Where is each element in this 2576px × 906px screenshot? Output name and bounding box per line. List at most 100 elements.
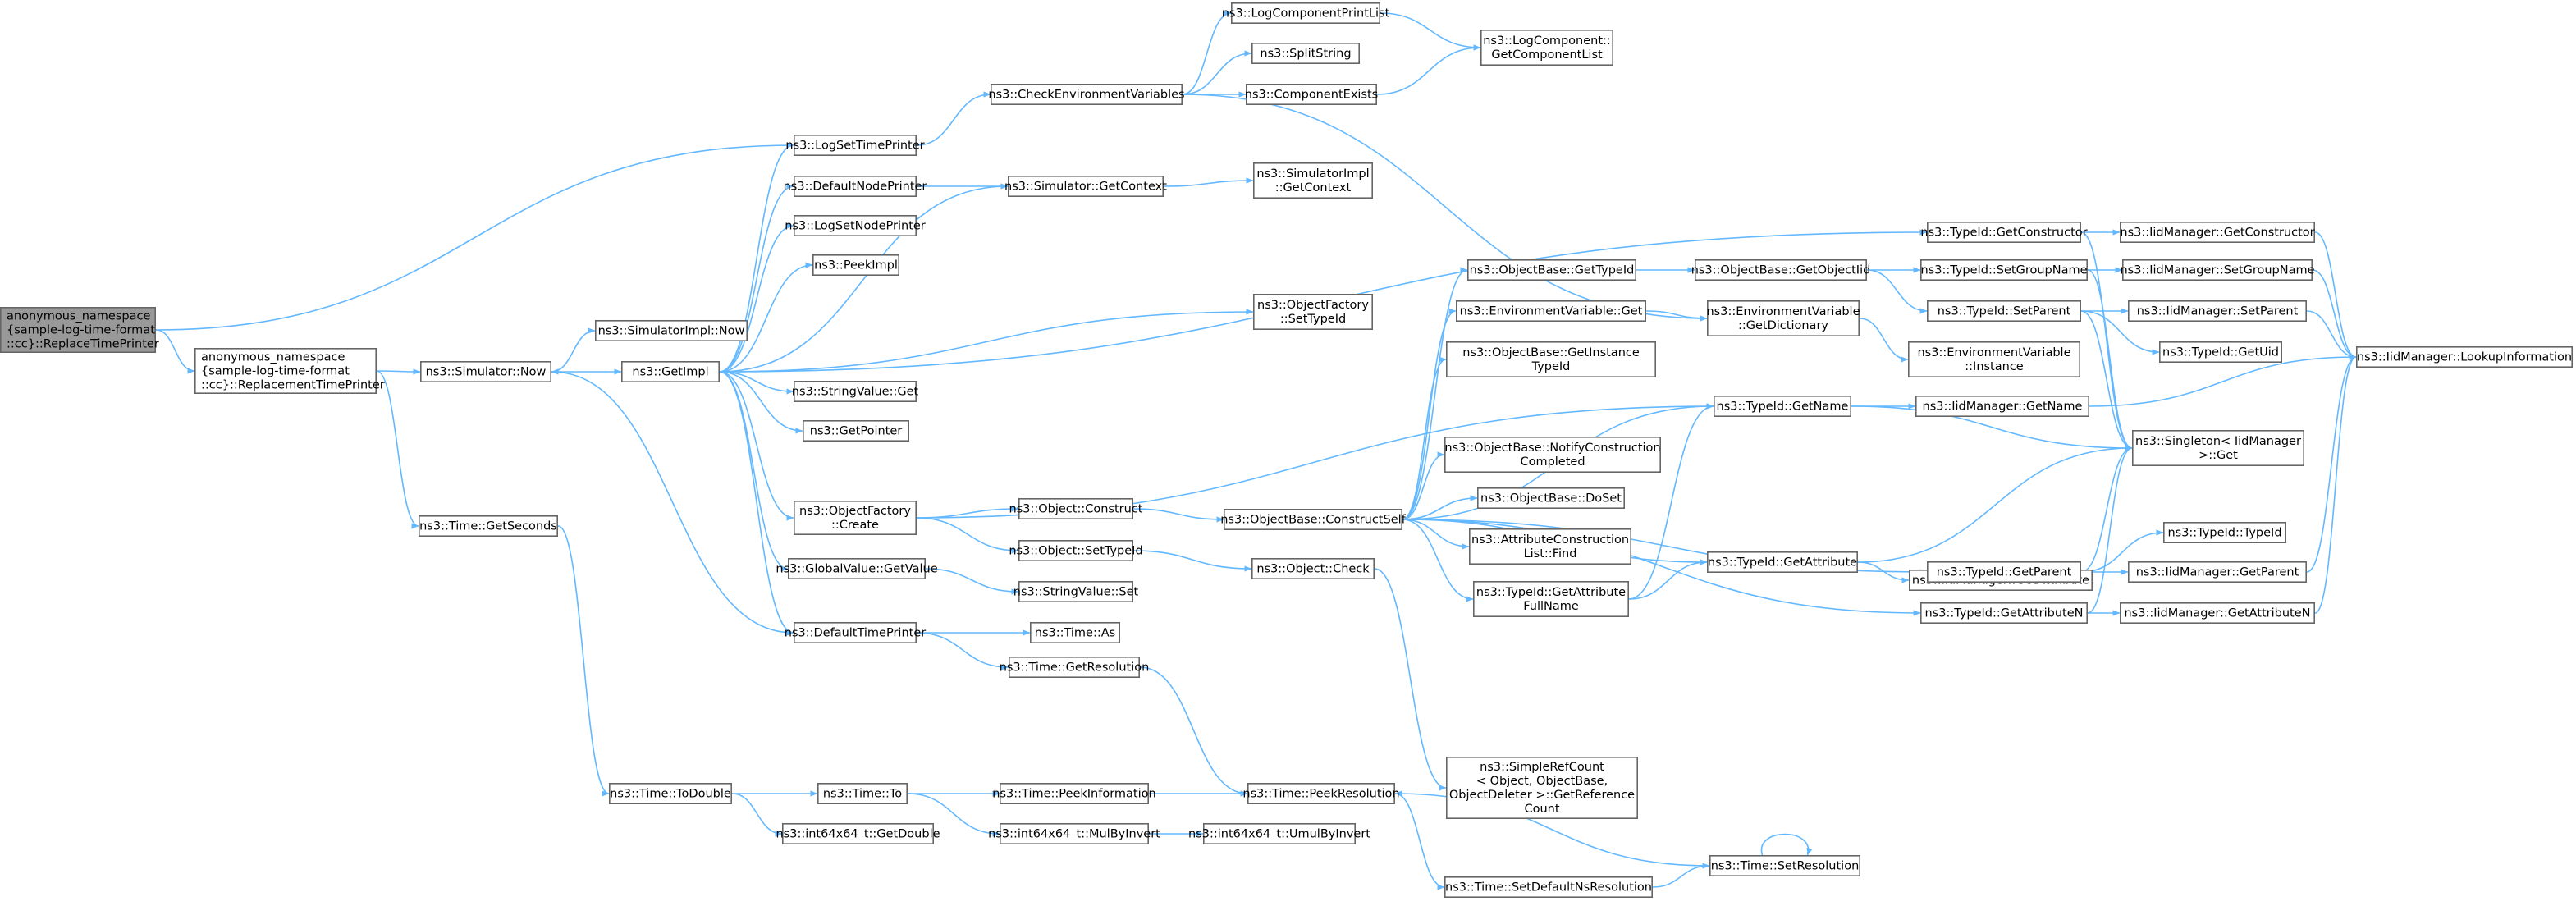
node-getptr[interactable]: ns3::GetPointer xyxy=(802,419,909,442)
node-tidsetparent[interactable]: ns3::TypeId::SetParent xyxy=(1927,300,2082,322)
node-obgettid[interactable]: ns3::ObjectBase::GetTypeId xyxy=(1467,259,1637,281)
node-iidgetname[interactable]: ns3::IidManager::GetName xyxy=(1915,395,2090,417)
edge-simnow-to-simimplnow xyxy=(551,327,596,373)
node-simplerefcount[interactable]: ns3::SimpleRefCount< Object, ObjectBase,… xyxy=(1446,756,1639,819)
node-lcgetlist[interactable]: ns3::LogComponent::GetComponentList xyxy=(1480,29,1614,66)
node-peekres[interactable]: ns3::Time::PeekResolution xyxy=(1242,782,1400,804)
node-box xyxy=(787,557,926,579)
node-objconstruct[interactable]: ns3::Object::Construct xyxy=(1009,497,1143,519)
node-box xyxy=(1246,84,1378,106)
node-peekimpl[interactable]: ns3::PeekImpl xyxy=(812,254,899,276)
node-iidsetgn[interactable]: ns3::IidManager::SetGroupName xyxy=(2120,259,2315,281)
node-label: FullName xyxy=(1523,600,1579,613)
edge-timegs-to-todouble xyxy=(557,525,610,797)
node-svset[interactable]: ns3::StringValue::Set xyxy=(1013,580,1139,602)
node-objcheck[interactable]: ns3::Object::Check xyxy=(1251,557,1375,579)
node-box xyxy=(1908,341,2081,378)
node-peekinfo[interactable]: ns3::Time::PeekInformation xyxy=(992,782,1156,804)
node-tidsetgn[interactable]: ns3::TypeId::SetGroupName xyxy=(1920,259,2089,281)
node-box xyxy=(793,621,917,643)
node-iidlookup[interactable]: ns3::IidManager::LookupInformation xyxy=(2356,345,2574,368)
node-root[interactable]: anonymous_namespace{sample-log-time-form… xyxy=(0,306,159,353)
node-svget[interactable]: ns3::StringValue::Get xyxy=(792,380,919,402)
node-umulbyinv[interactable]: ns3::int64x64_t::UmulByInvert xyxy=(1188,822,1370,844)
node-label: ns3::DefaultTimePrinter xyxy=(785,627,926,640)
edge-setdefns-to-setres xyxy=(1652,863,1710,888)
node-obconstructself[interactable]: ns3::ObjectBase::ConstructSelf xyxy=(1220,508,1407,530)
edge-root-to-logsettp xyxy=(155,142,794,331)
node-logcpl[interactable]: ns3::LogComponentPrintList xyxy=(1222,2,1390,24)
node-label: anonymous_namespace xyxy=(201,351,345,364)
node-checkenv[interactable]: ns3::CheckEnvironmentVariables xyxy=(988,84,1185,106)
node-label: ns3::Singleton< IidManager xyxy=(2135,435,2301,448)
edge-tidgetattrn-to-singleton xyxy=(2087,445,2133,614)
node-label: ns3::int64x64_t::MulByInvert xyxy=(988,828,1160,841)
node-obdoset[interactable]: ns3::ObjectBase::DoSet xyxy=(1477,487,1626,509)
node-timeto[interactable]: ns3::Time::To xyxy=(817,782,908,804)
node-simimplnow[interactable]: ns3::SimulatorImpl::Now xyxy=(594,319,748,341)
node-box xyxy=(1000,822,1150,844)
node-gvget[interactable]: ns3::GlobalValue::GetValue xyxy=(776,557,938,579)
node-simimplgetctx[interactable]: ns3::SimulatorImpl::GetContext xyxy=(1253,162,1374,199)
node-timeas[interactable]: ns3::Time::As xyxy=(1030,621,1121,643)
node-label: ns3::ObjectFactory xyxy=(1257,299,1369,312)
node-repl[interactable]: anonymous_namespace{sample-log-time-form… xyxy=(194,347,385,394)
node-obgetoid[interactable]: ns3::ObjectBase::GetObjectIid xyxy=(1691,259,1871,281)
node-tidtid[interactable]: ns3::TypeId::TypeId xyxy=(2163,521,2287,543)
node-iidgetparent[interactable]: ns3::IidManager::GetParent xyxy=(2128,561,2308,583)
node-tidgetuid[interactable]: ns3::TypeId::GetUid xyxy=(2159,341,2283,363)
node-logsettp[interactable]: ns3::LogSetTimePrinter xyxy=(785,135,925,157)
node-tidgetctor[interactable]: ns3::TypeId::GetConstructor xyxy=(1920,221,2088,243)
node-setres[interactable]: ns3::Time::SetResolution xyxy=(1709,855,1861,877)
node-envgetdict[interactable]: ns3::EnvironmentVariable::GetDictionary xyxy=(1706,300,1860,336)
edge-getimpl-to-logsettp xyxy=(719,142,794,373)
node-defnodep[interactable]: ns3::DefaultNodePrinter xyxy=(784,176,927,198)
edge-tidgafn-to-tidgetname xyxy=(1628,403,1714,600)
node-singleton[interactable]: ns3::Singleton< IidManager >::Get xyxy=(2132,429,2305,466)
node-setdefns[interactable]: ns3::Time::SetDefaultNsResolution xyxy=(1444,876,1654,899)
node-box xyxy=(1444,436,1662,473)
node-simnow[interactable]: ns3::Simulator::Now xyxy=(419,360,551,382)
node-deftp[interactable]: ns3::DefaultTimePrinter xyxy=(785,621,926,643)
node-simgetctx[interactable]: ns3::Simulator::GetContext xyxy=(1004,176,1167,198)
node-logsetnp[interactable]: ns3::LogSetNodePrinter xyxy=(785,214,926,236)
node-ofcreate[interactable]: ns3::ObjectFactory::Create xyxy=(793,500,917,535)
node-timegs[interactable]: ns3::Time::GetSeconds xyxy=(418,515,558,537)
node-obnotify[interactable]: ns3::ObjectBase::NotifyConstructionCompl… xyxy=(1444,436,1662,473)
edge-checkenv-to-logcpl xyxy=(1182,10,1232,95)
node-iidsetparent[interactable]: ns3::IidManager::SetParent xyxy=(2128,300,2308,322)
node-ofsettid[interactable]: ns3::ObjectFactory::SetTypeId xyxy=(1253,293,1374,330)
node-i64getd[interactable]: ns3::int64x64_t::GetDouble xyxy=(776,822,940,844)
node-envinst[interactable]: ns3::EnvironmentVariable::Instance xyxy=(1908,341,2081,378)
edge-getres-to-peekres xyxy=(1139,666,1248,797)
node-box xyxy=(1231,2,1381,24)
edge-getimpl-to-gvget xyxy=(719,371,789,572)
node-getres[interactable]: ns3::Time::GetResolution xyxy=(1000,656,1150,678)
edge-tidsetgn-to-singleton xyxy=(2087,269,2133,451)
node-iidgetattrn[interactable]: ns3::IidManager::GetAttributeN xyxy=(2120,602,2316,624)
node-tidgetname[interactable]: ns3::TypeId::GetName xyxy=(1714,395,1852,417)
node-label: anonymous_namespace xyxy=(7,310,150,323)
edge-getimpl-to-ofsettid xyxy=(719,309,1254,373)
node-label: ns3::IidManager::LookupInformation xyxy=(2357,351,2572,364)
node-splitstr[interactable]: ns3::SplitString xyxy=(1251,42,1361,64)
node-mulbyinv[interactable]: ns3::int64x64_t::MulByInvert xyxy=(988,822,1160,844)
node-iidgetctor[interactable]: ns3::IidManager::GetConstructor xyxy=(2120,221,2316,243)
node-envget[interactable]: ns3::EnvironmentVariable::Get xyxy=(1456,300,1647,322)
node-todouble[interactable]: ns3::Time::ToDouble xyxy=(608,782,732,804)
node-box xyxy=(2159,341,2283,363)
edge-repl-to-simnow xyxy=(376,368,421,375)
node-compexists[interactable]: ns3::ComponentExists xyxy=(1245,84,1379,106)
node-tidgetattr[interactable]: ns3::TypeId::GetAttribute xyxy=(1707,551,1859,573)
node-box xyxy=(2128,561,2308,583)
node-tidgetattrn[interactable]: ns3::TypeId::GetAttributeN xyxy=(1920,602,2089,624)
node-getimpl[interactable]: ns3::GetImpl xyxy=(620,360,720,382)
node-label: List::Find xyxy=(1524,547,1577,561)
node-label: ns3::ObjectBase::DoSet xyxy=(1480,492,1622,506)
node-tidgetparent[interactable]: ns3::TypeId::GetParent xyxy=(1927,561,2082,583)
node-objsettid[interactable]: ns3::Object::SetTypeId xyxy=(1009,539,1143,561)
